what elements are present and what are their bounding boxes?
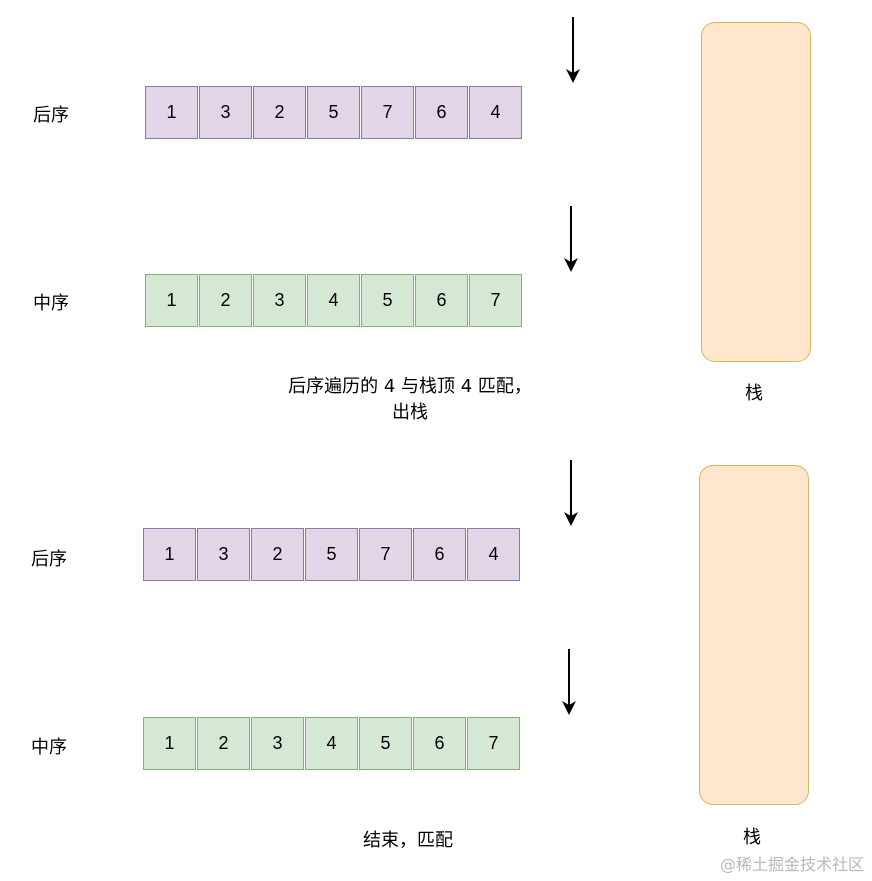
array-cell: 4 — [467, 528, 520, 581]
step-caption: 后序遍历的 4 与栈顶 4 匹配， 出栈 — [250, 374, 570, 426]
array-cell: 6 — [413, 717, 466, 770]
array-cell: 6 — [415, 274, 468, 327]
watermark: @稀土掘金技术社区 — [719, 855, 864, 874]
stack-container — [701, 22, 811, 362]
array-cell: 5 — [305, 528, 358, 581]
down-arrow-icon — [564, 206, 578, 272]
down-arrow-icon — [566, 17, 580, 83]
array-cell: 3 — [253, 274, 306, 327]
down-arrow-icon — [562, 649, 576, 715]
inorder-label: 中序 — [31, 737, 67, 758]
array-cell: 7 — [361, 86, 414, 139]
caption-line: 出栈 — [392, 402, 428, 423]
stack-container — [699, 465, 809, 805]
inorder-label: 中序 — [33, 293, 69, 314]
array-cell: 3 — [199, 86, 252, 139]
caption-line: 结束，匹配 — [363, 830, 453, 851]
array-cell: 6 — [415, 86, 468, 139]
array-cell: 2 — [199, 274, 252, 327]
array-cell: 7 — [467, 717, 520, 770]
postorder-label: 后序 — [31, 549, 67, 570]
down-arrow-icon — [564, 460, 578, 526]
array-cell: 5 — [359, 717, 412, 770]
inorder-array: 1 2 3 4 5 6 7 — [145, 274, 523, 327]
array-cell: 2 — [253, 86, 306, 139]
array-cell: 1 — [143, 717, 196, 770]
postorder-array: 1 3 2 5 7 6 4 — [145, 86, 523, 139]
array-cell: 2 — [197, 717, 250, 770]
postorder-label: 后序 — [33, 105, 69, 126]
caption-line: 后序遍历的 4 与栈顶 4 匹配， — [288, 376, 532, 397]
step-caption: 结束，匹配 — [248, 828, 568, 854]
postorder-array: 1 3 2 5 7 6 4 — [143, 528, 521, 581]
array-cell: 4 — [305, 717, 358, 770]
array-cell: 4 — [469, 86, 522, 139]
inorder-array: 1 2 3 4 5 6 7 — [143, 717, 521, 770]
stack-label: 栈 — [745, 383, 763, 404]
array-cell: 4 — [307, 274, 360, 327]
array-cell: 5 — [361, 274, 414, 327]
array-cell: 6 — [413, 528, 466, 581]
array-cell: 1 — [143, 528, 196, 581]
array-cell: 1 — [145, 86, 198, 139]
array-cell: 1 — [145, 274, 198, 327]
array-cell: 7 — [359, 528, 412, 581]
array-cell: 2 — [251, 528, 304, 581]
array-cell: 5 — [307, 86, 360, 139]
array-cell: 3 — [251, 717, 304, 770]
stack-label: 栈 — [743, 827, 761, 848]
array-cell: 7 — [469, 274, 522, 327]
array-cell: 3 — [197, 528, 250, 581]
